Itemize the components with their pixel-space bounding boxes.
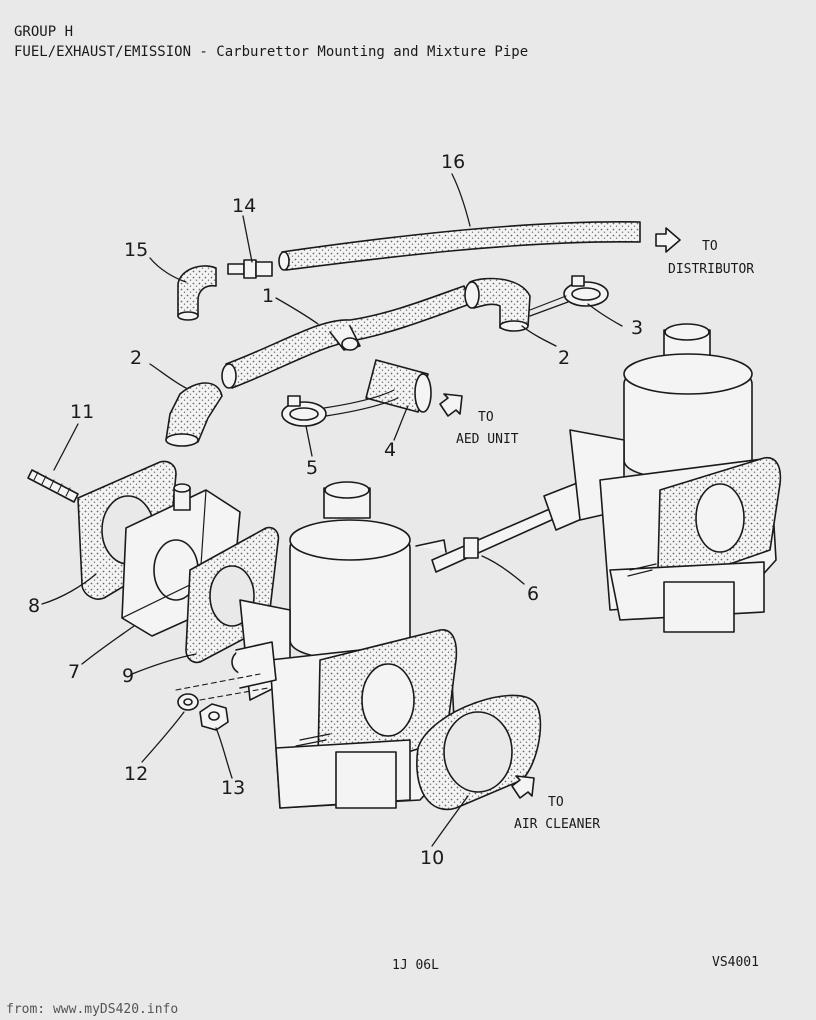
aed-label-name: AED UNIT [456, 432, 519, 447]
callout-10: 10 [420, 847, 444, 869]
callout-4: 4 [384, 439, 396, 461]
air-cleaner-label-to: TO [548, 795, 564, 810]
callout-2-left: 2 [130, 347, 142, 369]
source-watermark: from: www.myDS420.info [6, 1002, 179, 1017]
callout-16: 16 [441, 151, 465, 173]
callout-11: 11 [70, 401, 94, 423]
callout-15: 15 [124, 239, 148, 261]
callout-5: 5 [306, 457, 318, 479]
nut [199, 703, 229, 731]
callout-2-right: 2 [558, 347, 570, 369]
arrow-to-aed [439, 393, 463, 417]
arrow-to-air-cleaner [511, 775, 535, 799]
aed-label-to: TO [478, 410, 494, 425]
distributor-hose [278, 221, 641, 271]
callout-9: 9 [122, 665, 134, 687]
small-elbow [177, 265, 217, 321]
hose-clip-left [281, 389, 399, 427]
hose-connector [227, 259, 273, 279]
distributor-label-name: DISTRIBUTOR [668, 262, 755, 277]
left-elbow-hose [165, 382, 223, 447]
callout-7: 7 [68, 661, 80, 683]
callout-8: 8 [28, 595, 40, 617]
callout-14: 14 [232, 195, 256, 217]
air-cleaner-gasket [416, 694, 542, 811]
callout-13: 13 [221, 777, 245, 799]
mixture-pipe [221, 285, 471, 389]
distributor-label-to: TO [702, 239, 718, 254]
right-elbow-hose [464, 277, 531, 332]
rear-carburettor [569, 323, 782, 633]
footer-reference: VS4001 [712, 955, 759, 970]
callout-6: 6 [527, 583, 539, 605]
callout-3: 3 [631, 317, 643, 339]
arrow-to-distributor [655, 227, 681, 253]
spring-washer [177, 693, 199, 711]
callout-1: 1 [262, 285, 274, 307]
group-heading: GROUP H [14, 24, 74, 40]
aed-hose [365, 359, 432, 413]
page-title: FUEL/EXHAUST/EMISSION - Carburettor Moun… [14, 44, 529, 60]
callout-12: 12 [124, 763, 148, 785]
mounting-stud [27, 469, 79, 503]
hose-clip-right [529, 275, 609, 317]
footer-code: 1J 06L [392, 958, 439, 973]
callout-labels: 16 14 15 1 3 2 2 4 5 11 6 8 7 9 12 13 10 [28, 151, 643, 869]
front-carburettor [231, 481, 458, 809]
air-cleaner-label-name: AIR CLEANER [514, 817, 601, 832]
